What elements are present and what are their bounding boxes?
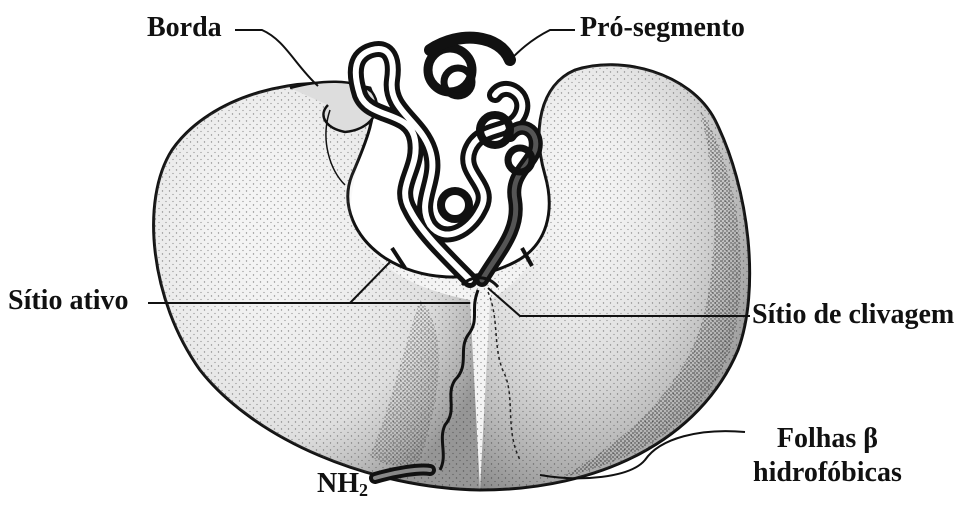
label-folhas-beta: Folhas β hidrofóbicas [753,423,902,489]
label-sitio-clivagem: Sítio de clivagem [752,299,954,331]
leader-borda [235,30,318,86]
label-borda: Borda [147,12,222,44]
pro-segment-chain [356,38,536,280]
label-folhas-line1: Folhas β [753,423,902,455]
leader-pro-segmento [508,30,575,62]
label-folhas-line2: hidrofóbicas [753,457,902,489]
label-sitio-ativo: Sítio ativo [8,285,129,317]
label-pro-segmento: Pró-segmento [580,12,745,44]
label-nh2-sub: 2 [359,480,368,500]
label-n-terminus: NH2 [317,468,368,506]
label-nh2-base: NH [317,468,359,499]
